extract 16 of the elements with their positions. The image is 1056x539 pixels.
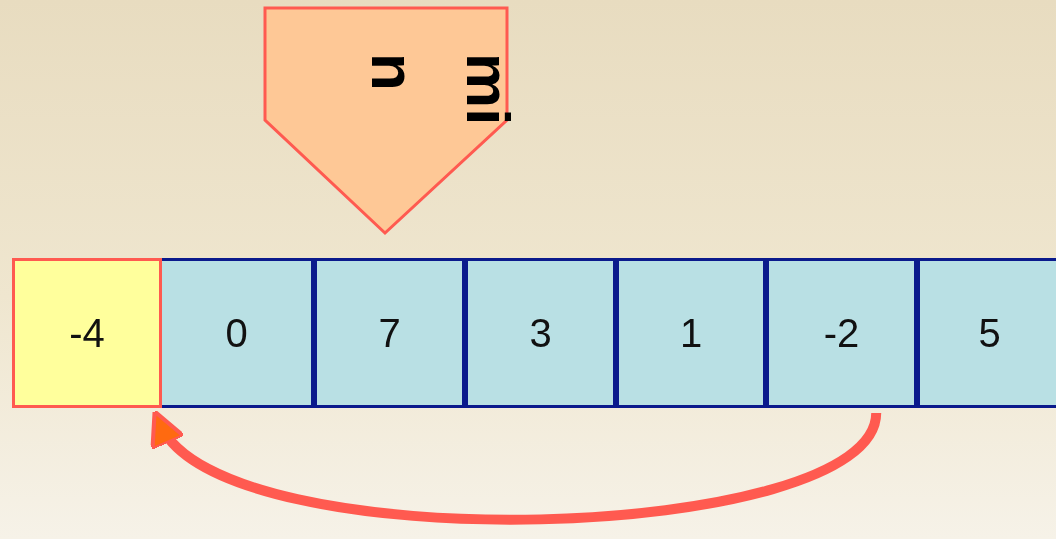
cell-value: -4 bbox=[69, 310, 105, 356]
cell-value: 7 bbox=[378, 310, 401, 356]
array-cell bbox=[465, 258, 616, 408]
cell-value: 1 bbox=[679, 310, 703, 356]
array-cell bbox=[162, 258, 314, 408]
array-cell bbox=[766, 258, 917, 408]
cell-value: 5 bbox=[978, 310, 1001, 356]
cell-value: -2 bbox=[823, 310, 860, 356]
array-cell bbox=[917, 258, 1056, 408]
array-cell bbox=[314, 258, 465, 408]
array-cell bbox=[616, 258, 766, 408]
highlighted-array-cell bbox=[12, 258, 162, 408]
pointer-label: min bbox=[358, 53, 524, 127]
cell-value: 0 bbox=[225, 310, 248, 356]
cell-value: 3 bbox=[529, 310, 552, 356]
curved-arrow bbox=[149, 411, 881, 525]
